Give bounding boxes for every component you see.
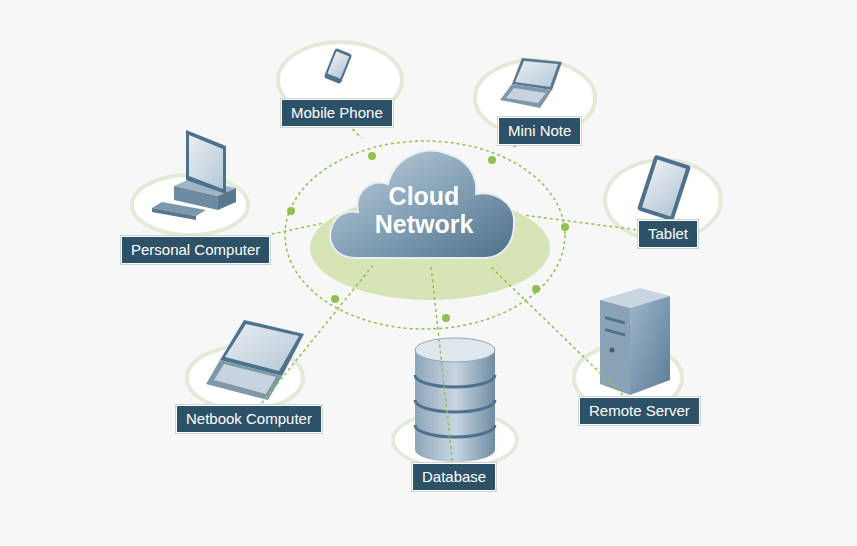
network-link [431,266,452,461]
device-label: Remote Server [579,397,700,425]
device-name: Remote Server [589,402,690,419]
netbook-icon [206,320,304,400]
device-label: Mini Note [498,117,581,145]
cloud-path [330,151,514,258]
mini-note-icon [500,58,562,108]
cloud-shape: Cloud Network [326,140,522,264]
network-link [272,223,324,234]
device-label: Mobile Phone [281,99,393,127]
network-link [262,266,373,403]
device-name: Database [422,468,486,485]
device-label: Netbook Computer [176,405,322,433]
network-link [353,129,362,138]
device-name: Personal Computer [131,241,260,258]
device-label: Tablet [638,220,698,248]
tablet-icon [637,155,691,222]
device-label: Personal Computer [121,236,270,264]
phone-icon [324,48,353,84]
database-icon [415,338,495,462]
device-name: Mobile Phone [291,104,383,121]
server-icon [600,288,670,395]
cloud-title: Cloud Network [364,182,484,238]
device-name: Tablet [648,225,688,242]
device-label: Database [412,463,496,491]
device-name: Mini Note [508,122,571,139]
pc-icon [152,130,236,220]
network-link [490,266,623,395]
device-halos [132,42,721,468]
network-ring [285,141,565,329]
device-name: Netbook Computer [186,410,312,427]
network-link [524,215,636,230]
